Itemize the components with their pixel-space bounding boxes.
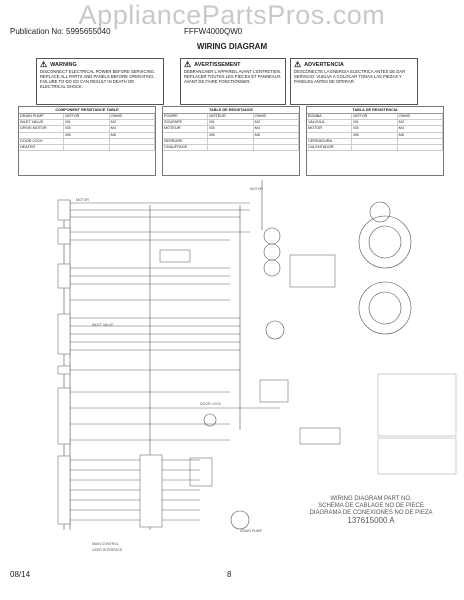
warning-box-es: ⚠ADVERTENCIA DESCONECTE LA ENERGIA ELECT… (290, 58, 418, 105)
page-number: 8 (227, 570, 232, 579)
warning-triangle-icon: ⚠ (40, 60, 48, 69)
warning-text-en: DISCONNECT ELECTRICAL POWER BEFORE SERVI… (40, 69, 156, 89)
door-lock-label: DOOR LOCK (200, 402, 222, 406)
page-title: WIRING DIAGRAM (196, 42, 268, 51)
user-interface-label: USER INTERFACE (92, 548, 123, 552)
model-number: FFFW4000QW0 (184, 27, 243, 36)
motor-label: MOTOR (250, 187, 263, 191)
wire-label: MOTOR (76, 198, 89, 202)
warning-box-en: ⚠WARNING DISCONNECT ELECTRICAL POWER BEF… (36, 58, 164, 105)
inlet-valve-label: INLET VALVE (92, 323, 114, 327)
watermark: AppliancePartsPros.com (78, 0, 386, 30)
warning-text-fr: DEBRANCHER L'APPAREIL AVANT L'ENTRETIEN.… (184, 69, 282, 84)
footer-date: 08/14 (10, 570, 31, 579)
publication-number: Publication No: 5995655040 (10, 27, 111, 36)
drain-pump-label: DRAIN PUMP (240, 529, 263, 533)
warning-triangle-icon: ⚠ (184, 60, 192, 69)
wiring-diagram-part-number: WIRING DIAGRAM PART NO. SCHEMA DE CABLAG… (309, 496, 433, 525)
main-control-label: MAIN CONTROL (92, 542, 119, 546)
warning-box-fr: ⚠AVERTISSEMENT DEBRANCHER L'APPAREIL AVA… (180, 58, 286, 105)
warning-text-es: DESCONECTE LA ENERGIA ELECTRICA ANTES DE… (294, 69, 406, 84)
warning-triangle-icon: ⚠ (294, 60, 302, 69)
